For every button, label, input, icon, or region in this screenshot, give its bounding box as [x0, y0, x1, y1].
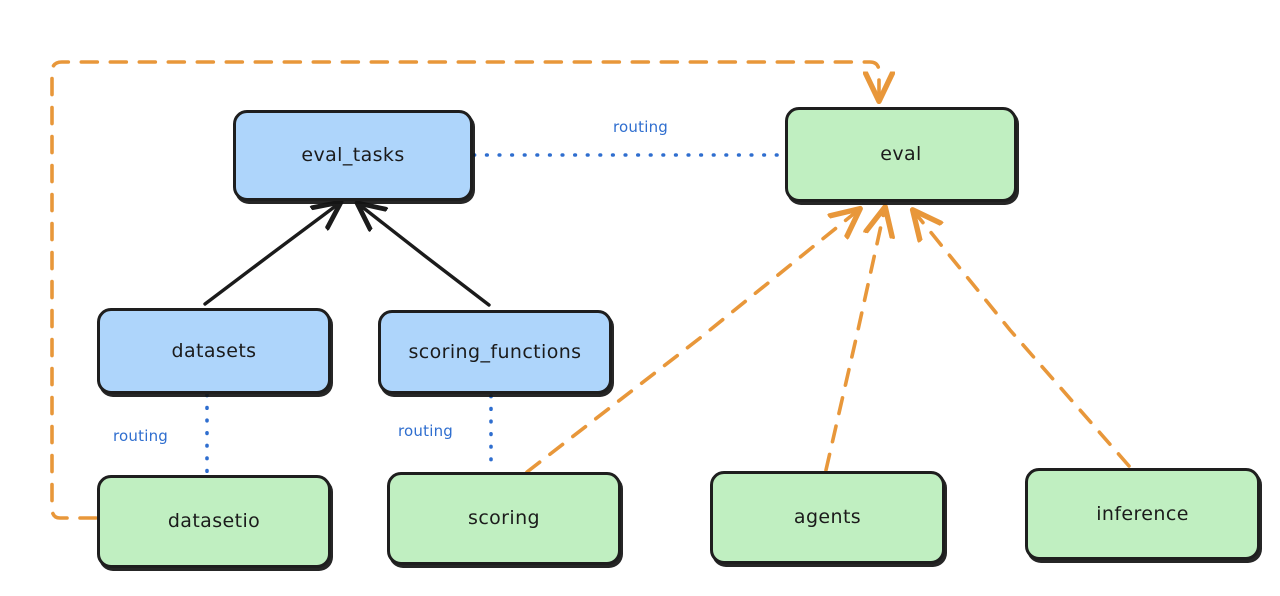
node-scoring[interactable]: scoring: [387, 472, 621, 565]
edge-label-routing-datasetio: routing: [113, 427, 168, 445]
node-scoring-functions[interactable]: scoring_functions: [378, 310, 612, 394]
node-label: scoring_functions: [408, 340, 582, 363]
edge-scoring-functions-to-eval-tasks: [361, 206, 491, 307]
node-label: scoring: [468, 507, 540, 530]
node-datasets[interactable]: datasets: [97, 308, 331, 394]
edge-dep-inference-to-eval: [916, 214, 1131, 468]
node-label: eval_tasks: [301, 144, 405, 167]
node-label: agents: [793, 506, 862, 529]
node-label: eval: [880, 143, 922, 166]
node-inference[interactable]: inference: [1025, 468, 1260, 560]
edge-dep-datasetio-to-eval: [50, 60, 879, 520]
edge-datasets-to-eval-tasks: [203, 205, 337, 306]
edge-dep-scoring-to-eval: [525, 212, 856, 474]
node-label: inference: [1096, 502, 1189, 525]
node-label: datasets: [171, 339, 257, 362]
edge-label-routing-scoring: routing: [398, 422, 453, 440]
node-label: datasetio: [167, 510, 261, 533]
node-eval[interactable]: eval: [785, 107, 1017, 202]
edge-dep-agents-to-eval: [824, 212, 884, 472]
node-agents[interactable]: agents: [710, 471, 945, 564]
node-datasetio[interactable]: datasetio: [97, 475, 331, 568]
node-eval-tasks[interactable]: eval_tasks: [233, 110, 473, 201]
edge-label-routing-eval: routing: [613, 118, 668, 136]
